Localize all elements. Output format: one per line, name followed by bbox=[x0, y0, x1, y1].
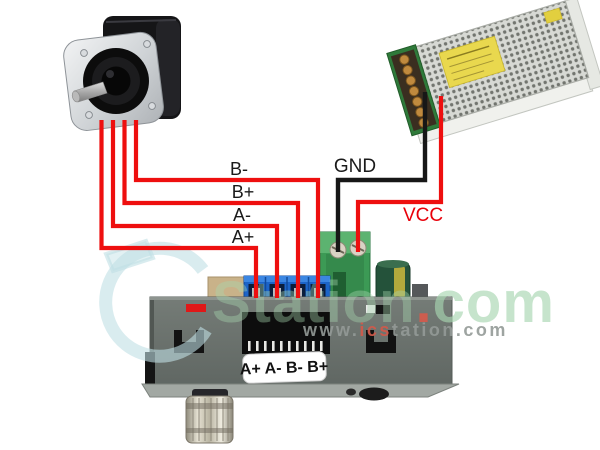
psu-spec-label bbox=[438, 35, 506, 89]
psu-small-sticker bbox=[543, 7, 563, 24]
motor-shaft bbox=[71, 81, 108, 103]
black-knob-small bbox=[346, 388, 356, 396]
stepper-motor-image bbox=[63, 16, 181, 131]
terminal-order-label: A+ A- B- B+ bbox=[240, 351, 329, 384]
wire-a-minus bbox=[110, 120, 280, 298]
wire-vcc bbox=[355, 96, 444, 252]
wire-b-minus bbox=[133, 120, 321, 298]
label-a-minus: A- bbox=[233, 205, 251, 225]
label-b-plus: B+ bbox=[232, 182, 255, 202]
red-indicator bbox=[186, 304, 206, 312]
wire-gnd bbox=[335, 92, 428, 252]
motor-plate-screws bbox=[80, 40, 156, 119]
watermark-small-text: www.icstation.com bbox=[302, 320, 508, 340]
panel-left-part bbox=[145, 352, 155, 384]
wires bbox=[99, 92, 444, 298]
power-supply-image bbox=[386, 0, 600, 145]
label-gnd: GND bbox=[334, 156, 376, 177]
label-a-plus: A+ bbox=[232, 227, 255, 247]
base-plate bbox=[141, 383, 460, 398]
metal-knob bbox=[185, 389, 234, 444]
wire-a-plus bbox=[99, 120, 259, 298]
panel-white-mark bbox=[366, 305, 375, 313]
black-knob bbox=[359, 387, 389, 401]
wire-b-plus bbox=[122, 120, 301, 298]
panel-black-mark bbox=[376, 305, 390, 314]
label-vcc: VCC bbox=[403, 205, 443, 226]
comb-connector bbox=[242, 312, 330, 354]
watermark: Station.com www.icstation.com bbox=[99, 238, 555, 363]
label-b-minus: B- bbox=[230, 159, 248, 179]
panel-cutout-right bbox=[366, 330, 396, 353]
terminal-order-text: A+ A- B- B+ bbox=[240, 358, 329, 378]
board-small-component bbox=[412, 284, 428, 298]
capacitor bbox=[375, 260, 411, 303]
watermark-big-text: Station.com bbox=[212, 270, 555, 335]
wire-labels: B- B+ A- A+ GND VCC bbox=[230, 156, 443, 247]
